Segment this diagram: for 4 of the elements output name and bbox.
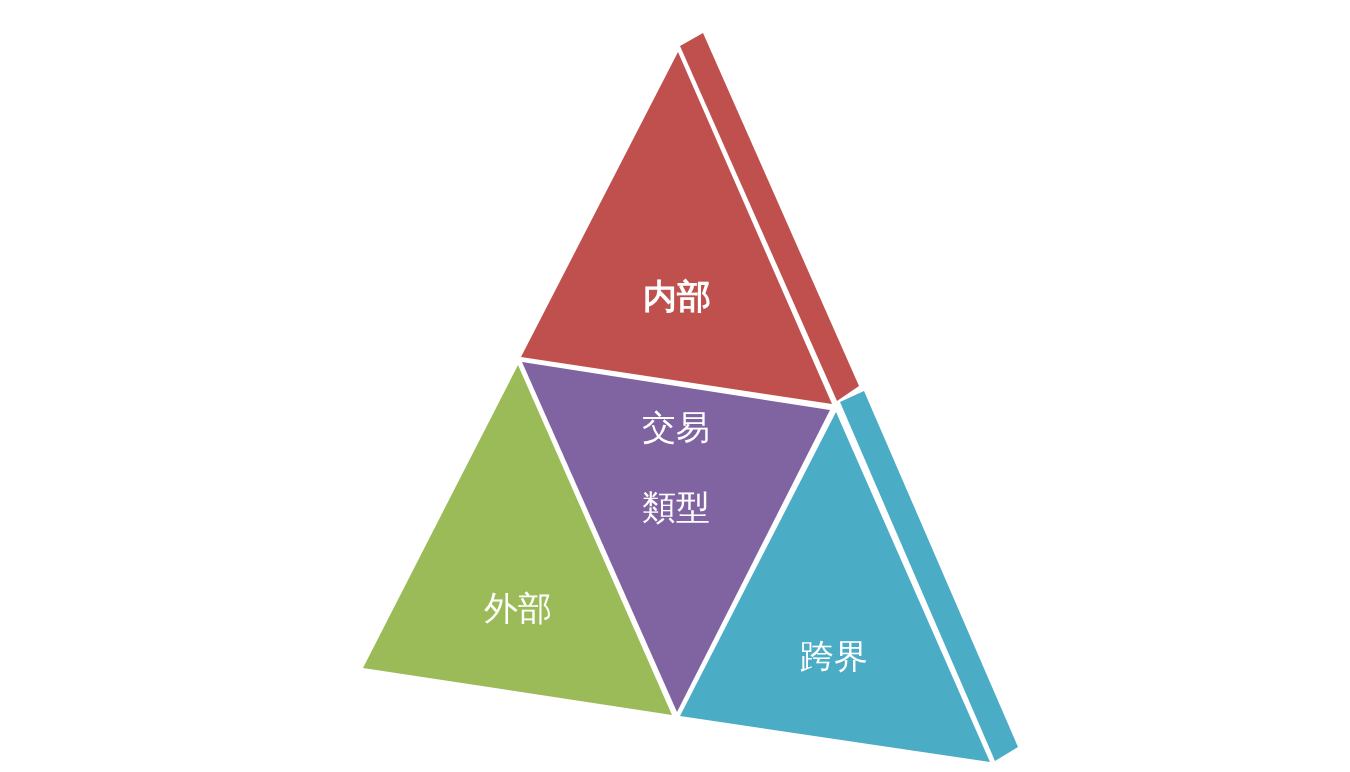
segment-label: 外部 — [484, 589, 552, 629]
segment-label: 跨界 — [800, 637, 868, 677]
segment-label: 内部 — [643, 277, 711, 317]
segment-label: 交易類型 — [642, 406, 710, 529]
